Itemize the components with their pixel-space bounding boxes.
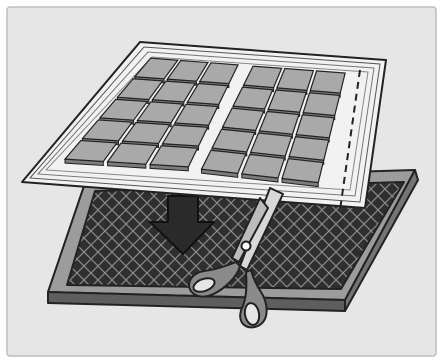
left-block-cell: [136, 101, 184, 124]
down-arrow-icon: [149, 195, 215, 255]
left-block-cell: [116, 78, 164, 101]
right-block-cell: [267, 89, 307, 113]
scissors-handle-right: [239, 269, 268, 329]
right-block-cell: [276, 67, 315, 92]
left-block-cell: [186, 82, 229, 106]
left-block-cell: [63, 139, 119, 163]
right-block-cell: [249, 132, 293, 157]
sheet-border-line-3: [44, 56, 369, 191]
tray-frame-side-right: [344, 169, 419, 312]
left-block-cell: [151, 80, 197, 103]
right-block-cell: [288, 136, 330, 161]
cell-grid: [63, 57, 346, 188]
right-block-cell: [258, 110, 300, 135]
right-block-cell: [200, 149, 247, 175]
left-block-cell: [98, 98, 149, 121]
right-block-cell: [221, 107, 265, 132]
right-block-cell: [211, 128, 256, 153]
left-block-cell: [173, 103, 219, 126]
scissors-icon: [188, 187, 284, 329]
right-block-cell: [302, 92, 341, 117]
left-block-cell: [198, 62, 239, 85]
left-block-cell: [149, 145, 199, 168]
right-block-cell: [240, 153, 286, 179]
sheet-border-line-1: [28, 46, 381, 203]
left-block-cell: [106, 142, 159, 165]
left-block-cell: [166, 59, 209, 82]
left-block-cell: [161, 124, 209, 147]
right-block-cell: [309, 70, 346, 94]
left-block-cell: [133, 57, 179, 80]
right-block-cell: [295, 114, 335, 139]
left-block-cell: [81, 119, 134, 142]
scissors-handle-left: [188, 261, 241, 298]
sheet-border-line-2: [36, 51, 375, 197]
sheet-with-cells: [21, 41, 387, 211]
right-block-cell: [232, 86, 274, 110]
right-block-cell: [242, 65, 283, 89]
left-block-cell: [121, 121, 171, 145]
right-block-cell: [281, 158, 324, 184]
